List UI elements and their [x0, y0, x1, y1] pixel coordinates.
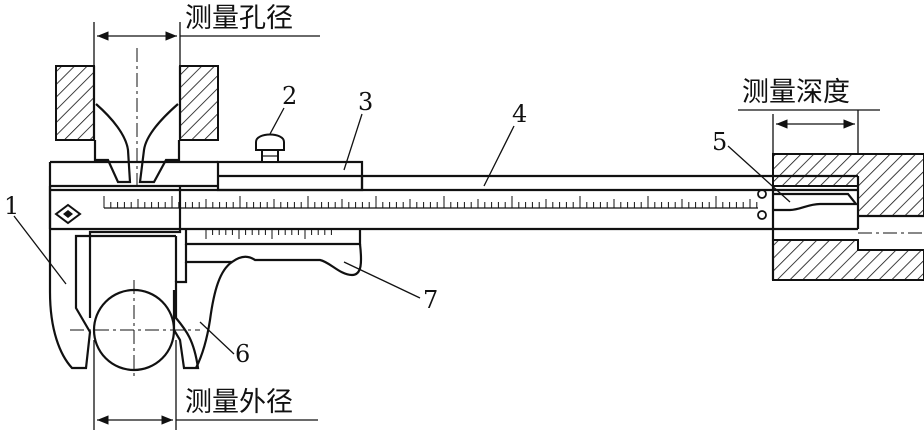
callout-6: 6	[235, 340, 250, 368]
movable-jaw-curve	[195, 261, 233, 369]
callout-1: 1	[4, 192, 19, 220]
callout-4: 4	[512, 100, 527, 128]
callout-2: 2	[282, 82, 297, 110]
movable-jaw-outer	[172, 262, 200, 370]
vernier-scale-ticks	[205, 229, 332, 239]
main-frame-body	[48, 162, 182, 370]
callout-3: 3	[358, 88, 373, 116]
bore-workpiece	[55, 65, 219, 141]
frame-diamond-icon	[54, 203, 82, 225]
callout-4-leader	[483, 125, 515, 187]
beam-screw-upper-icon	[757, 189, 767, 199]
main-scale-ticks	[103, 196, 758, 208]
callout-7: 7	[423, 286, 438, 314]
depth-rod	[773, 192, 859, 212]
lock-screw-icon	[255, 133, 285, 163]
bore-label: 测量孔径	[185, 3, 293, 34]
vernier-frame	[184, 229, 362, 246]
depth-label: 测量深度	[742, 77, 850, 108]
inner-jaw-fixed	[93, 103, 132, 184]
callout-6-leader	[199, 321, 235, 355]
callout-5-leader	[727, 145, 791, 203]
outer-label: 测量外径	[185, 387, 293, 418]
movable-jaw-body	[184, 243, 363, 277]
depth-workpiece	[771, 153, 924, 281]
beam-screw-lower-icon	[757, 210, 767, 220]
callout-7-leader	[343, 261, 421, 299]
callout-3-leader	[343, 113, 363, 171]
inner-jaw-movable	[138, 103, 181, 184]
callout-5: 5	[712, 128, 727, 156]
callout-2-leader	[269, 107, 285, 135]
callout-1-leader	[13, 215, 67, 285]
